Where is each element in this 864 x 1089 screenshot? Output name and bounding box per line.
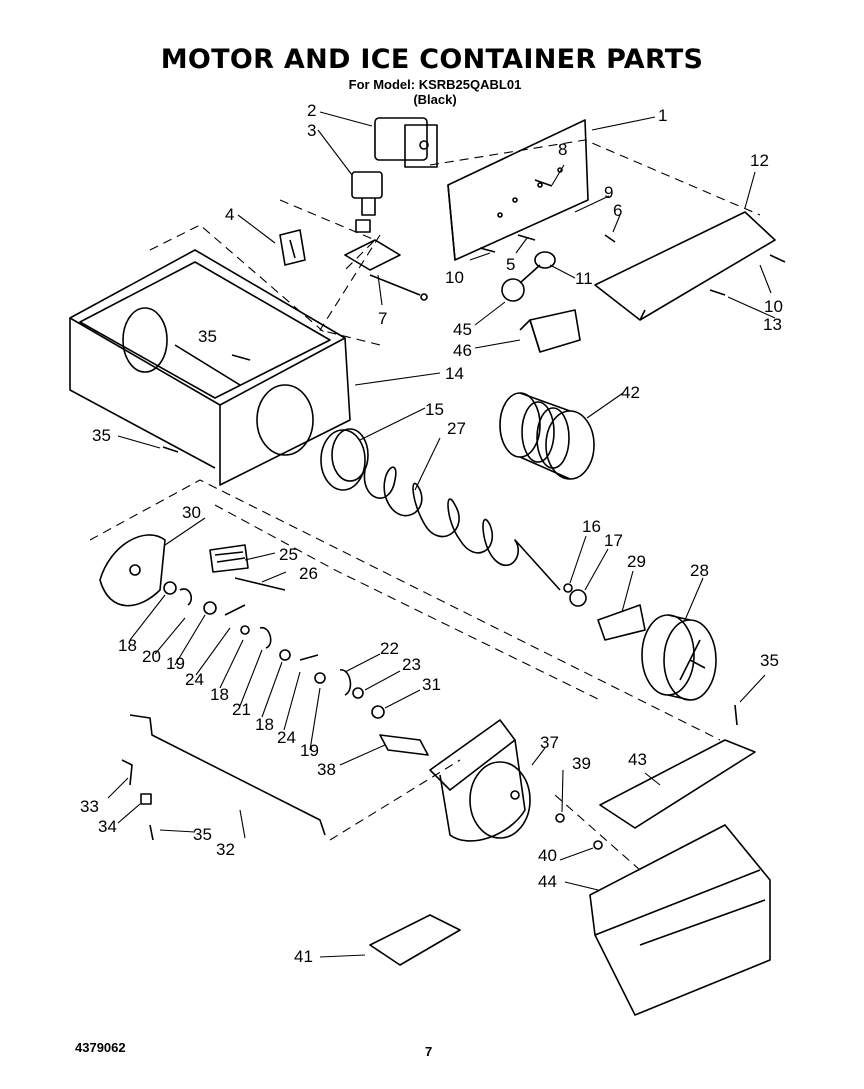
part-25-spring — [209, 544, 249, 573]
callout-30: 30 — [182, 503, 201, 522]
model-subtitle: For Model: KSRB25QABL01 (Black) — [335, 77, 535, 107]
parts-18-24-linkage — [163, 581, 385, 719]
part-43-bracket — [599, 739, 756, 829]
callout-2: 2 — [307, 101, 316, 120]
callout-37: 37 — [540, 733, 559, 752]
callout-24b: 24 — [277, 728, 296, 747]
part-29-plate — [597, 604, 646, 641]
part-28-fan — [641, 614, 717, 701]
part-33-clip — [121, 759, 133, 786]
callout-45: 45 — [453, 320, 472, 339]
part-45-bulb — [501, 251, 556, 302]
part-40-washer — [593, 840, 603, 850]
part-30-plate — [99, 534, 166, 607]
callout-23: 23 — [402, 655, 421, 674]
part-42-drum — [499, 392, 595, 480]
part-27-auger — [363, 466, 561, 591]
callout-33: 33 — [80, 797, 99, 816]
callout-4: 4 — [225, 205, 234, 224]
callout-19b: 19 — [300, 741, 319, 760]
callout-26: 26 — [299, 564, 318, 583]
callout-labels: 1 2 3 4 5 6 7 8 9 10 10 11 12 13 14 15 1… — [80, 101, 783, 966]
part-4-clip — [279, 229, 306, 266]
callout-16: 16 — [582, 517, 601, 536]
callout-14: 14 — [445, 364, 464, 383]
callout-15: 15 — [425, 400, 444, 419]
part-15-end-ring — [320, 428, 369, 491]
callout-29: 29 — [627, 552, 646, 571]
callout-43: 43 — [628, 750, 647, 769]
part-34-clip — [140, 793, 152, 805]
callout-44: 44 — [538, 872, 557, 891]
callout-39: 39 — [572, 754, 591, 773]
part-37-motor — [429, 719, 531, 842]
part-1-bracket — [447, 119, 589, 261]
callout-35c: 35 — [760, 651, 779, 670]
callout-11: 11 — [575, 269, 593, 288]
callout-19a: 19 — [166, 654, 185, 673]
part-14-ice-container — [69, 249, 351, 486]
callout-9: 9 — [604, 183, 613, 202]
assembly-lines — [89, 139, 761, 871]
part-32-rod — [129, 714, 326, 836]
callout-46: 46 — [453, 341, 472, 360]
screws — [149, 179, 786, 841]
callout-6: 6 — [613, 201, 622, 220]
callout-32: 32 — [216, 840, 235, 859]
callout-22: 22 — [380, 639, 399, 658]
callout-34: 34 — [98, 817, 117, 836]
callout-40: 40 — [538, 846, 557, 865]
callout-13: 13 — [763, 315, 782, 334]
leader-lines — [107, 111, 776, 958]
callout-7: 7 — [378, 309, 387, 328]
callout-20: 20 — [142, 647, 161, 666]
part-7-harness — [344, 239, 428, 301]
callout-35a: 35 — [198, 327, 217, 346]
callout-1: 1 — [658, 106, 667, 125]
part-46-light-shield — [519, 309, 581, 353]
part-12-cover — [594, 211, 776, 321]
callout-31: 31 — [422, 675, 441, 694]
callout-35d: 35 — [193, 825, 212, 844]
callout-42: 42 — [621, 383, 640, 402]
page-title: MOTOR AND ICE CONTAINER PARTS — [160, 44, 704, 75]
callout-38: 38 — [317, 760, 336, 779]
callout-28: 28 — [690, 561, 709, 580]
callout-3: 3 — [307, 121, 316, 140]
part-26-shaft — [234, 577, 286, 591]
part-3-solenoid — [351, 171, 383, 233]
callout-41: 41 — [294, 947, 313, 966]
callout-18c: 18 — [255, 715, 274, 734]
callout-21: 21 — [232, 700, 251, 719]
part-38-bracket — [379, 734, 429, 756]
callout-10a: 10 — [445, 268, 464, 287]
callout-5: 5 — [506, 255, 515, 274]
part-44-front-cover — [589, 824, 771, 1016]
callout-25: 25 — [279, 545, 298, 564]
document-number: 4379062 — [75, 1040, 126, 1055]
page-number: 7 — [425, 1044, 433, 1059]
callout-35b: 35 — [92, 426, 111, 445]
callout-8: 8 — [558, 140, 567, 159]
callout-27: 27 — [447, 419, 466, 438]
callout-18b: 18 — [210, 685, 229, 704]
callout-24a: 24 — [185, 670, 204, 689]
part-2-switch — [374, 117, 438, 168]
callout-12: 12 — [750, 151, 769, 170]
callout-10b: 10 — [764, 297, 783, 316]
part-39-washer — [555, 813, 565, 823]
part-16-17-washers — [563, 583, 587, 607]
callout-17: 17 — [604, 531, 623, 550]
part-41-clip — [369, 914, 461, 966]
callout-18a: 18 — [118, 636, 137, 655]
model-color: (Black) — [413, 92, 457, 107]
model-number: For Model: KSRB25QABL01 — [348, 77, 522, 92]
